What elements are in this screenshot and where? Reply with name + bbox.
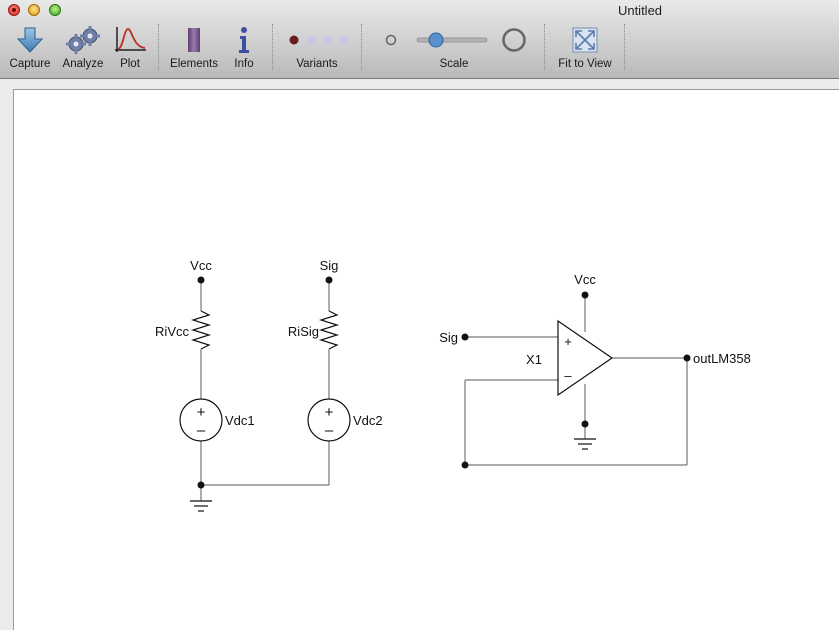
info-icon [228,24,260,56]
elements-icon [165,24,223,56]
variants-control[interactable]: Variants [282,22,352,74]
net-label-vcc-left: Vcc [190,258,212,273]
junction-dot [683,354,691,362]
junction-dot [461,461,469,469]
junction-dot [461,333,469,341]
resistor-label-risig: RiSig [288,324,319,339]
source-label-vdc2: Vdc2 [353,413,383,428]
ground-symbol-left [190,500,212,512]
source-label-vdc1: Vdc1 [225,413,255,428]
toolbar-separator [272,24,273,70]
toolbar-separator [361,24,362,70]
net-label-vcc-opamp: Vcc [574,272,596,287]
toolbar-separator [624,24,625,70]
svg-text:–: – [564,368,572,383]
analyze-button[interactable]: Analyze [58,22,108,74]
variants-label: Variants [296,58,338,70]
scale-slider-track[interactable] [416,37,488,43]
junction-dot [197,276,205,284]
plot-curve-icon [110,24,150,56]
capture-button[interactable]: Capture [5,22,55,74]
svg-text:–: – [197,422,206,439]
capture-label: Capture [9,58,51,70]
voltage-source-vdc2[interactable]: + – [307,398,351,442]
ground-symbol-opamp [574,438,596,450]
title-toolbar: Untitled Capture [0,0,839,79]
scale-slider-group [380,24,528,56]
scale-small-icon [385,34,397,46]
plot-label: Plot [120,58,140,70]
junction-dot [581,420,589,428]
fit-to-view-icon [552,24,618,56]
svg-text:+: + [197,404,206,421]
schematic-svg[interactable]: + – + – + – [14,90,839,630]
scale-slider-knob[interactable] [428,32,444,48]
gears-icon [58,24,108,56]
minimize-window-button[interactable] [28,4,40,16]
net-label-sig-top: Sig [320,258,339,273]
window-title: Untitled [617,3,663,18]
opamp-label-x1: X1 [526,352,542,367]
scale-label: Scale [439,58,469,70]
junction-dot [581,291,589,299]
junction-dot [197,481,205,489]
toolbar-separator [158,24,159,70]
voltage-source-vdc1[interactable]: + – [179,398,223,442]
net-label-sig-input: Sig [439,330,458,345]
svg-text:+: + [325,404,334,421]
toolbar-separator [544,24,545,70]
fit-to-view-button[interactable]: Fit to View [552,22,618,74]
zoom-window-button[interactable] [49,4,61,16]
info-button[interactable]: Info [228,22,260,74]
variants-dots-icon [282,24,352,56]
close-window-button[interactable] [8,4,20,16]
scale-control: Scale [380,22,528,74]
resistor-label-rivcc: RiVcc [155,324,189,339]
elements-label: Elements [170,58,218,70]
schematic-canvas[interactable]: + – + – + – [13,89,839,630]
plot-button[interactable]: Plot [110,22,150,74]
junction-dot [325,276,333,284]
info-label: Info [234,58,254,70]
opamp-x1[interactable]: + – [557,319,614,397]
svg-text:+: + [564,334,572,349]
capture-arrow-icon [5,24,55,56]
scale-large-icon [502,28,526,52]
analyze-label: Analyze [62,58,104,70]
fit-to-view-label: Fit to View [558,58,612,70]
svg-text:–: – [325,422,334,439]
net-label-output: outLM358 [693,351,751,366]
elements-button[interactable]: Elements [165,22,223,74]
